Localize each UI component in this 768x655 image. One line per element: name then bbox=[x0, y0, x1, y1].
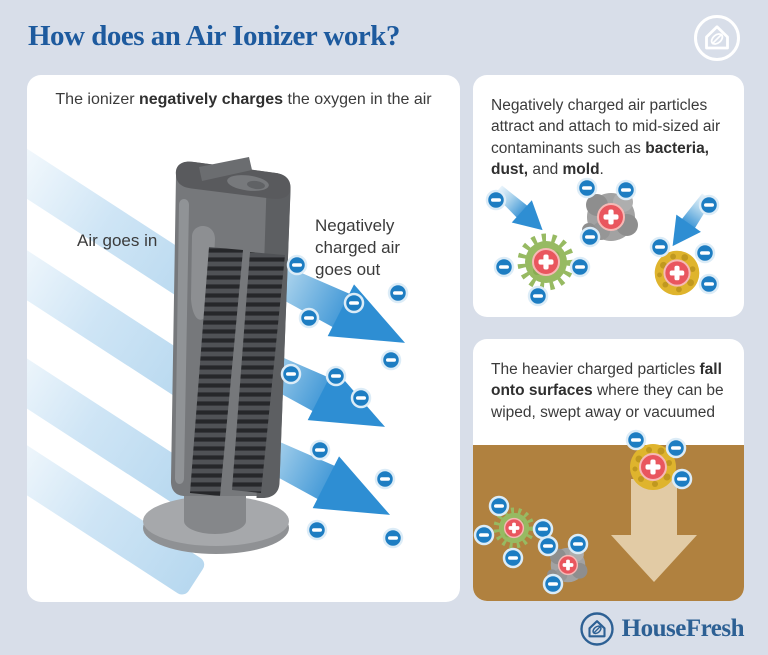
minus-ion-icon bbox=[649, 236, 671, 258]
bacteria-particle-icon bbox=[522, 238, 570, 286]
minus-ion-icon bbox=[325, 365, 347, 387]
minus-ion-icon bbox=[625, 429, 647, 451]
minus-ion-icon bbox=[380, 349, 402, 371]
page-title: How does an Air Ionizer work? bbox=[28, 20, 400, 52]
body-text: where they can be wiped, swept away or v… bbox=[491, 382, 724, 421]
minus-ion-icon bbox=[665, 437, 687, 459]
heading-text: The ionizer bbox=[55, 91, 139, 108]
minus-ion-icon bbox=[671, 468, 693, 490]
brand-logo-icon bbox=[694, 15, 740, 61]
minus-ion-icon bbox=[280, 363, 302, 385]
fallout-panel: The heavier charged particles fall onto … bbox=[473, 339, 744, 601]
minus-ion-icon bbox=[493, 256, 515, 278]
minus-ion-icon bbox=[576, 177, 598, 199]
body-text: and bbox=[528, 161, 563, 179]
minus-ion-icon bbox=[488, 495, 510, 517]
minus-ion-icon bbox=[309, 439, 331, 461]
minus-ion-icon bbox=[343, 292, 365, 314]
attraction-text: Negatively charged air particles attract… bbox=[473, 75, 744, 181]
attraction-panel: Negatively charged air particles attract… bbox=[473, 75, 744, 317]
minus-ion-icon bbox=[567, 533, 589, 555]
body-text: The heavier charged particles bbox=[491, 361, 700, 378]
brand-logo-icon bbox=[579, 612, 614, 646]
heading-bold-text: negatively charges bbox=[138, 91, 284, 108]
left-panel-heading: The ionizer negatively charges the oxyge… bbox=[27, 75, 460, 109]
tower-fan-icon bbox=[143, 157, 291, 554]
body-text: . bbox=[599, 161, 604, 179]
minus-ion-icon bbox=[350, 387, 372, 409]
minus-ion-icon bbox=[485, 189, 507, 211]
minus-ion-icon bbox=[532, 518, 554, 540]
body-bold-text: bacteria, dust, bbox=[491, 139, 709, 179]
heading-text: the oxygen in the air bbox=[283, 91, 432, 108]
minus-ion-icon bbox=[579, 226, 601, 248]
minus-ion-icon bbox=[615, 179, 637, 201]
minus-ion-icon bbox=[387, 282, 409, 304]
minus-ion-icon bbox=[306, 519, 328, 541]
minus-ion-icon bbox=[502, 547, 524, 569]
minus-ion-icon bbox=[527, 285, 549, 307]
mold-particle-icon bbox=[655, 251, 700, 296]
minus-ion-icon bbox=[542, 573, 564, 595]
body-bold-text: mold bbox=[562, 161, 600, 179]
body-text: Negatively charged air particles attract… bbox=[491, 97, 721, 157]
fallout-art bbox=[473, 429, 744, 601]
minus-ion-icon bbox=[382, 527, 404, 549]
left-panel: The ionizer negatively charges the oxyge… bbox=[27, 75, 460, 602]
minus-ion-icon bbox=[569, 256, 591, 278]
ionizer-fan-art bbox=[27, 131, 419, 595]
fall-arrow-icon bbox=[611, 479, 697, 582]
fallout-text: The heavier charged particles fall onto … bbox=[473, 339, 744, 423]
air-in-label: Air goes in bbox=[77, 231, 158, 250]
body-bold-text: fall onto surfaces bbox=[491, 361, 722, 400]
intake-streak-icons bbox=[27, 131, 215, 595]
minus-ion-icon bbox=[694, 242, 716, 264]
minus-ion-icon bbox=[374, 468, 396, 490]
minus-ion-icon bbox=[537, 535, 559, 557]
minus-ion-icon bbox=[473, 524, 495, 546]
minus-ion-icon bbox=[698, 194, 720, 216]
air-out-label: Negatively charged air goes out bbox=[315, 216, 401, 280]
minus-ion-icon bbox=[286, 254, 308, 276]
minus-ion-icon bbox=[698, 273, 720, 295]
footer-brand: HouseFresh bbox=[579, 611, 745, 647]
brand-name: HouseFresh bbox=[621, 615, 745, 642]
minus-ion-icon bbox=[298, 307, 320, 329]
